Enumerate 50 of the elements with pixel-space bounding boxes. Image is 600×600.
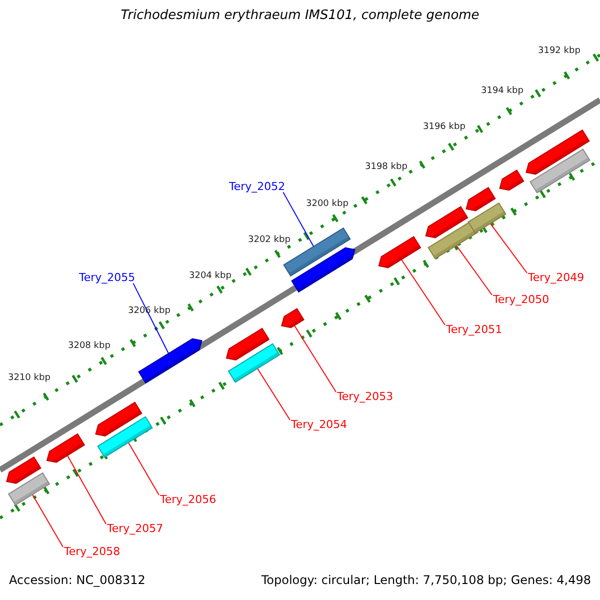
gene-block (291, 247, 356, 293)
scale-label: 3194 kbp (481, 86, 524, 97)
leader-line (256, 368, 290, 420)
gene-block (228, 343, 280, 383)
gene-block (8, 472, 50, 506)
gene-label: Tery_2057 (107, 522, 164, 536)
leader-line (132, 282, 170, 354)
gene-label: Tery_2055 (79, 271, 136, 284)
gene-label: Tery_2058 (64, 545, 120, 558)
gene-block (530, 148, 590, 194)
gene-block (499, 169, 524, 191)
gene-block (46, 433, 86, 463)
leader-line (400, 259, 446, 326)
gene-label: Tery_2049 (528, 271, 584, 284)
leader-line (32, 494, 64, 548)
gene-block (425, 206, 468, 238)
gene-block (428, 220, 478, 260)
scale-label: 3202 kbp (248, 235, 290, 246)
gene-block (226, 328, 270, 360)
leader-line (456, 245, 492, 296)
gene-block (378, 236, 422, 268)
scale-label: 3198 kbp (365, 162, 408, 173)
scale-label: 3210 kbp (8, 373, 50, 384)
title: Trichodesmium erythraeum IMS101, complete genome (120, 8, 480, 24)
gene-block (95, 402, 142, 437)
gene-block (281, 308, 304, 328)
leader-line (282, 192, 314, 247)
accession-text: Accession: NC_008312 (9, 573, 146, 588)
gene-label: Tery_2050 (493, 293, 550, 306)
leader-line (66, 455, 106, 524)
gene-block (97, 416, 153, 458)
gene-label: Tery_2056 (160, 493, 216, 506)
gene-label: Tery_2051 (446, 323, 502, 336)
scale-label: 3200 kbp (306, 199, 348, 210)
scale-label: 3192 kbp (538, 46, 580, 57)
gene-block (526, 129, 590, 175)
gene-label: Tery_2054 (291, 418, 348, 432)
gene-label: Tery_2052 (229, 180, 286, 194)
leader-line (490, 223, 528, 274)
scale-label: 3208 kbp (68, 341, 110, 352)
scale-label: 3196 kbp (423, 122, 466, 133)
gene-block (6, 456, 42, 484)
scale-label: 3204 kbp (189, 271, 232, 282)
gene-block (468, 202, 506, 234)
leader-line (128, 442, 160, 496)
genome-summary-text: Topology: circular; Length: 7,750,108 bp; Genes: 4,498 (261, 573, 591, 588)
gene-block (466, 186, 496, 212)
gene-label: Tery_2053 (337, 390, 394, 404)
gene-block (138, 338, 202, 384)
leader-line (294, 325, 336, 392)
